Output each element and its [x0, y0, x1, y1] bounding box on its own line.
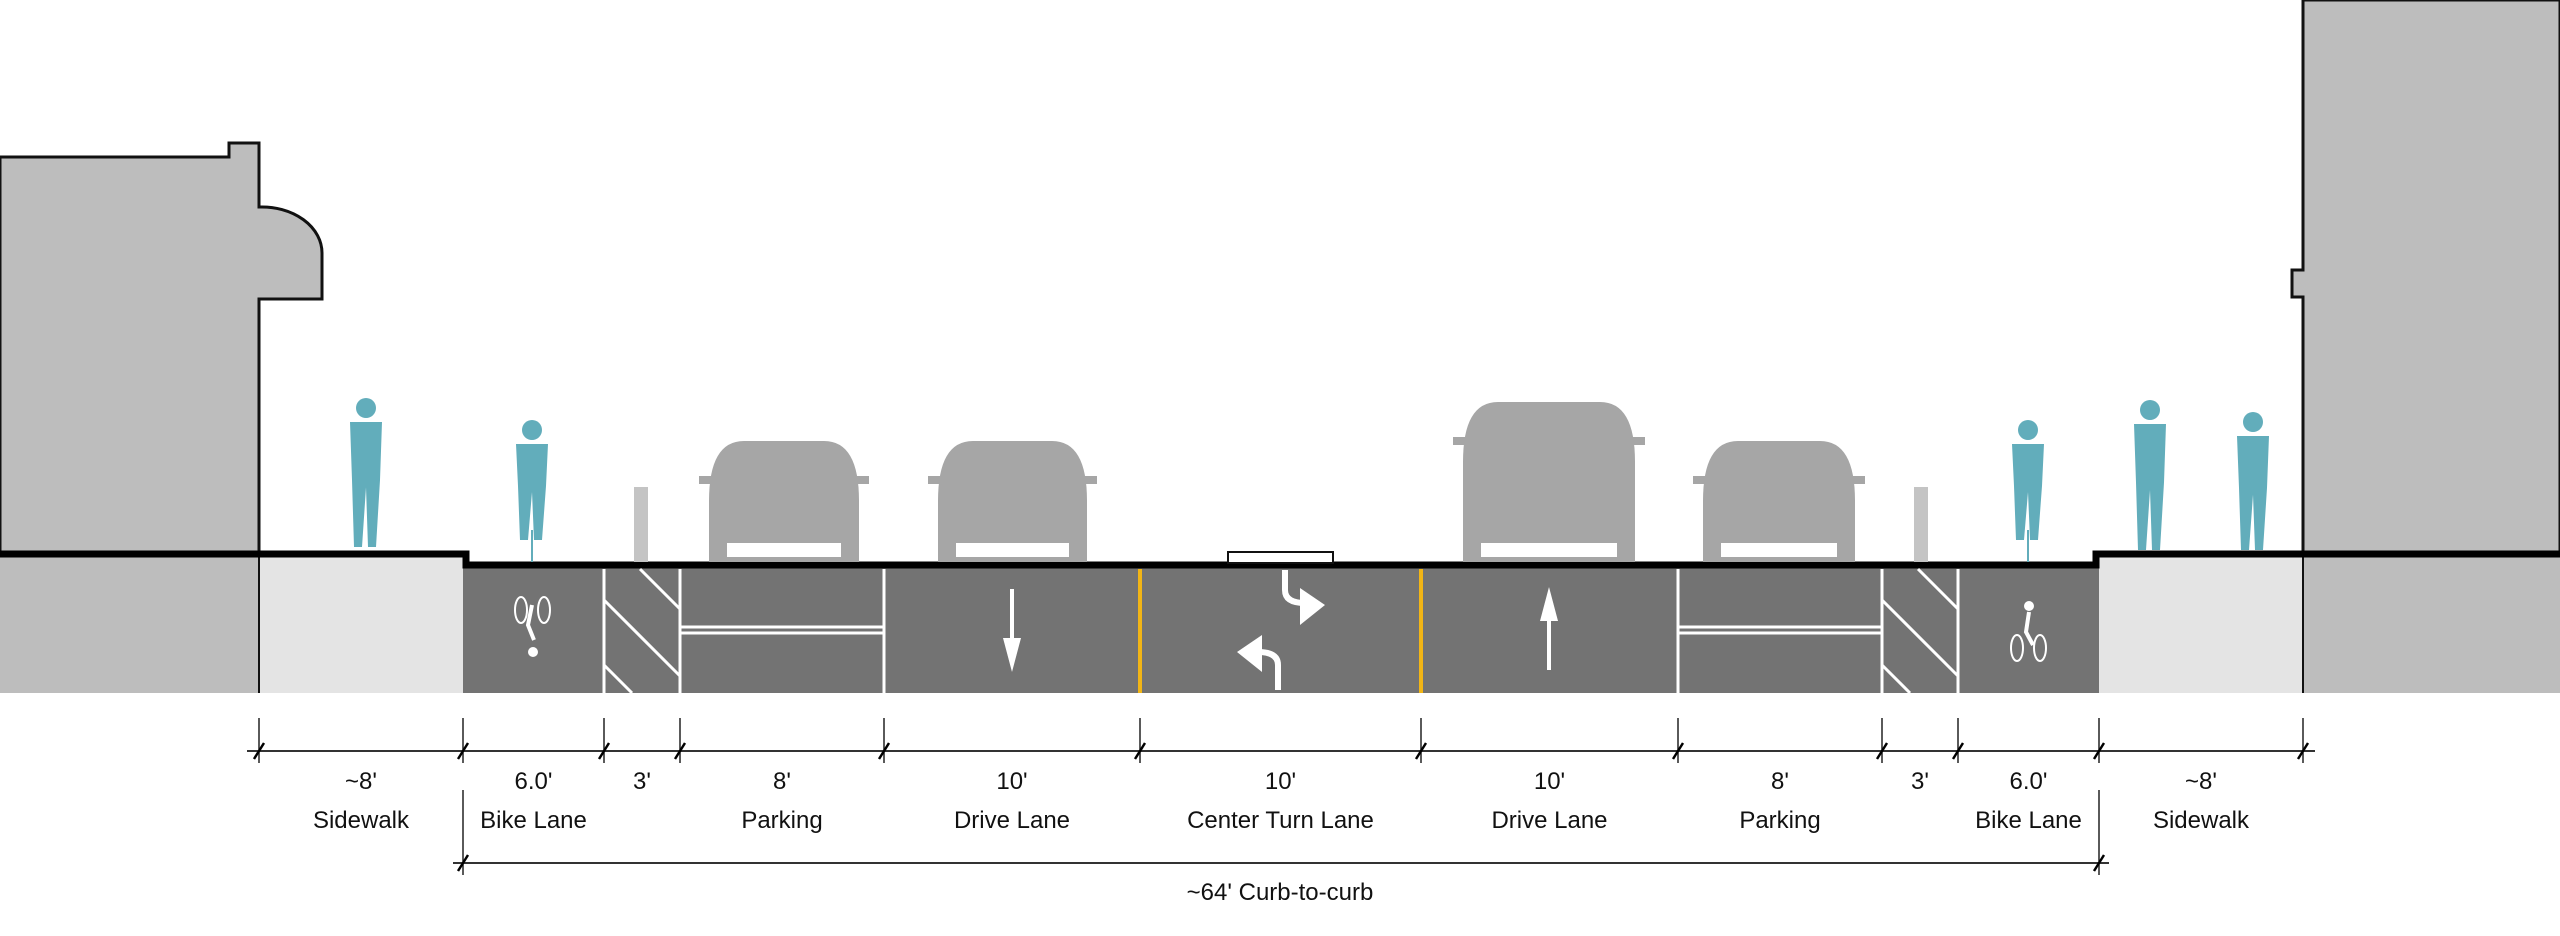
- segment-width: 8': [773, 768, 791, 795]
- tick-mark: [1671, 742, 1685, 760]
- ground-line: [0, 550, 2560, 569]
- vehicle: [699, 441, 869, 562]
- tick-mark: [1133, 742, 1147, 760]
- segment-label: Parking: [1739, 807, 1820, 834]
- pedestrian: [2134, 400, 2166, 550]
- median-marker: [1227, 551, 1334, 564]
- tick-mark: [456, 742, 470, 760]
- pedestrian: [2237, 412, 2269, 550]
- cyclist: [2012, 420, 2044, 562]
- up-arrow-icon: [1540, 587, 1558, 670]
- left-sidewalk: [260, 554, 463, 693]
- lane-markings: [602, 567, 1960, 695]
- turn-right-arrow-icon: [1282, 570, 1325, 625]
- vehicles: [699, 402, 1865, 562]
- people: [350, 398, 2269, 562]
- right-sidewalk: [2099, 554, 2302, 693]
- segment-width: ~8': [2185, 768, 2217, 795]
- segment-label: Bike Lane: [1975, 807, 2082, 834]
- segment-width: 6.0': [2010, 768, 2048, 795]
- tick-mark: [877, 742, 891, 760]
- bollard-right: [1914, 487, 1928, 562]
- segment-label: Drive Lane: [954, 807, 1070, 834]
- vehicle: [1693, 441, 1865, 562]
- vehicle: [1453, 402, 1645, 562]
- segment-label: Sidewalk: [2153, 807, 2250, 834]
- tick-mark: [456, 854, 470, 872]
- left-building: [0, 141, 324, 693]
- tick-mark: [1414, 742, 1428, 760]
- dimension-lines: [247, 718, 2315, 875]
- bollard-left: [634, 487, 648, 562]
- segment-label: Bike Lane: [480, 807, 587, 834]
- cyclist: [516, 420, 548, 562]
- tick-mark: [597, 742, 611, 760]
- segment-label: Center Turn Lane: [1187, 807, 1374, 834]
- bike-lane-symbol-right: [2010, 601, 2047, 662]
- bike-lane-symbol-left: [514, 596, 551, 657]
- tick-mark: [2092, 742, 2106, 760]
- tick-mark: [2092, 854, 2106, 872]
- tick-mark: [1875, 742, 1889, 760]
- segment-label: Drive Lane: [1491, 807, 1607, 834]
- segment-label: Parking: [741, 807, 822, 834]
- turn-left-arrow-icon: [1237, 635, 1281, 690]
- segment-label: Sidewalk: [313, 807, 410, 834]
- vehicle: [928, 441, 1097, 562]
- tick-mark: [2296, 742, 2310, 760]
- tick-mark: [673, 742, 687, 760]
- curb-to-curb-label: ~64' Curb-to-curb: [1187, 879, 1374, 906]
- segment-width: 3': [1911, 768, 1929, 795]
- segment-width: 6.0': [515, 768, 553, 795]
- pedestrian: [350, 398, 382, 547]
- tick-mark: [252, 742, 266, 760]
- segment-width: 10': [1534, 768, 1565, 795]
- tick-mark: [1951, 742, 1965, 760]
- segment-width: 10': [1265, 768, 1296, 795]
- segment-width: 10': [996, 768, 1027, 795]
- down-arrow-icon: [1003, 589, 1021, 672]
- right-building: [2290, 0, 2560, 693]
- segment-width: ~8': [345, 768, 377, 795]
- segment-width: 3': [633, 768, 651, 795]
- dimension-labels: ~8' Sidewalk 6.0' Bike Lane 3' 8' Parking 10' Dr…: [313, 768, 2250, 834]
- segment-width: 8': [1771, 768, 1789, 795]
